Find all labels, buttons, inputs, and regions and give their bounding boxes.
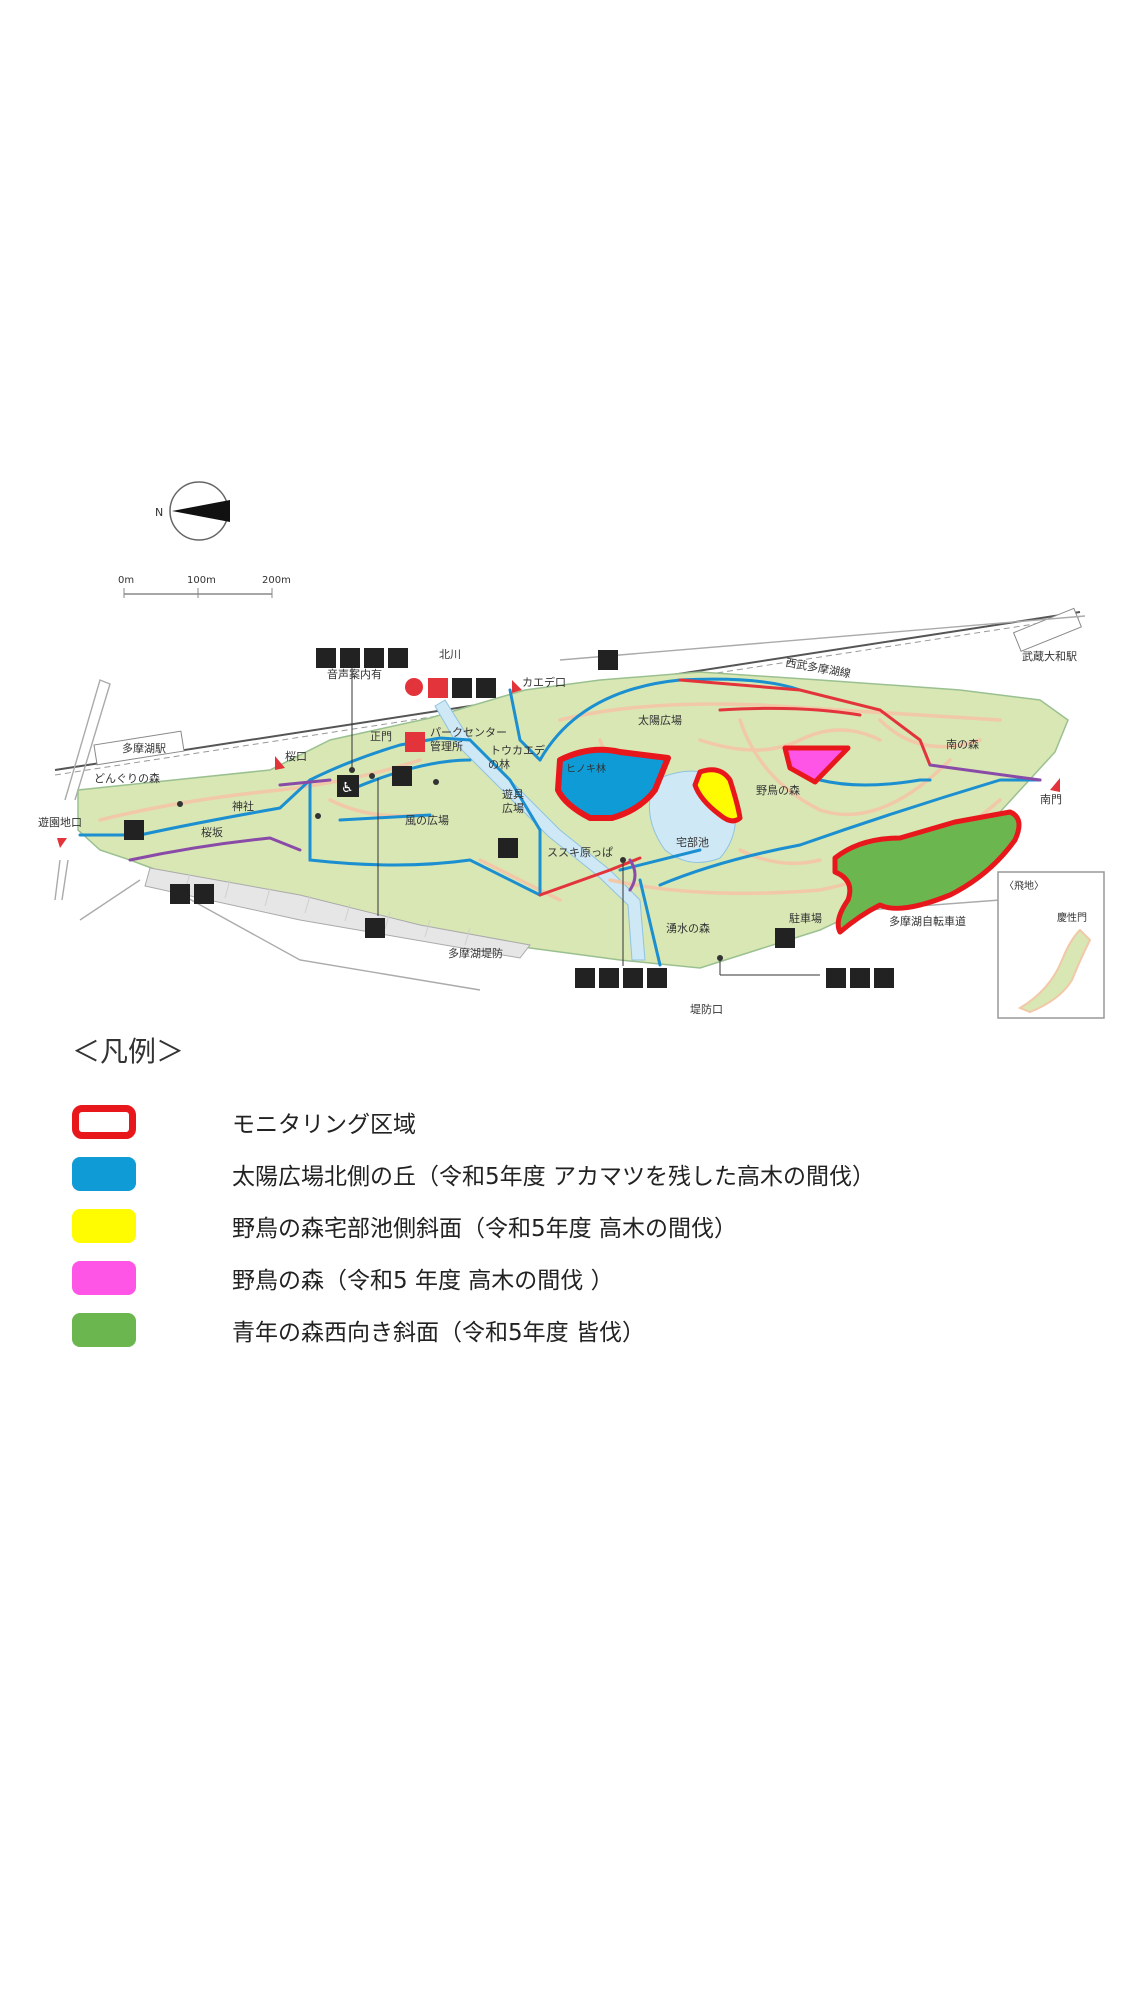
label-yuenchi: 遊園地口 (38, 815, 82, 829)
label-jinja: 神社 (232, 799, 254, 813)
legend-label-blue: 太陽広場北側の丘（令和5年度 アカマツを残した高木の間伐） (232, 1164, 875, 1190)
blue-routes (78, 677, 1042, 967)
label-takubeike: 宅部池 (676, 835, 709, 849)
label-kaedeguchi: カエデ口 (522, 675, 566, 689)
compass-label: N (155, 506, 163, 519)
keiseimon-label: 慶性門 (1057, 911, 1087, 924)
label-shoumon: 正門 (370, 730, 392, 743)
legend-item-monitoring: モニタリング区域 (72, 1096, 972, 1148)
label-sakuraguchi: 桜口 (285, 749, 307, 763)
label-toukaede: トウカエデ (490, 743, 545, 757)
label-kanrisho: 管理所 (430, 739, 463, 753)
label-hinoki: ヒノキ林 (566, 762, 606, 775)
legend-item-pink: 野鳥の森（令和5 年度 高木の間伐 ） (72, 1252, 972, 1304)
legend-item-yellow: 野鳥の森宅部池側斜面（令和5年度 高木の間伐） (72, 1200, 972, 1252)
facility-icons-center (405, 678, 496, 698)
label-kitagawa: 北川 (439, 648, 461, 661)
label-kaze: 風の広場 (405, 814, 449, 827)
zone-taiyo-north-hill (555, 746, 671, 821)
label-musashiyamato: 武蔵大和駅 (1022, 649, 1077, 663)
legend-label-green: 青年の森西向き斜面（令和5年度 皆伐） (232, 1320, 645, 1346)
label-seibu: 西武多摩湖線 (784, 655, 851, 680)
label-parkcenter: パークセンター (430, 726, 507, 739)
label-taiyo: 太陽広場 (638, 714, 682, 727)
park-map: N 0m 100m 200m (38, 481, 1105, 1019)
facility-icons-misc (124, 650, 894, 988)
label-onsei: 音声案内有 (327, 667, 382, 681)
label-tamakoeki: 多摩湖駅 (122, 741, 166, 755)
legend-title: ＜凡例＞ (72, 1035, 185, 1068)
facility-icons-top (316, 648, 408, 668)
label-chushajo: 駐車場 (789, 911, 822, 925)
legend-swatch-pink (72, 1261, 136, 1295)
zone-yacho-forest (782, 745, 851, 785)
label-yugu2: 広場 (502, 802, 524, 815)
legend: ＜凡例＞ モニタリング区域 太陽広場北側の丘（令和5年度 アカマツを残した高木の… (72, 1030, 972, 1356)
label-teibou: 多摩湖堤防 (448, 946, 503, 960)
legend-label-pink: 野鳥の森（令和5 年度 高木の間伐 ） (232, 1268, 614, 1294)
park-center-marker (405, 732, 425, 752)
scale-label-0: 0m (118, 575, 134, 586)
legend-label-yellow: 野鳥の森宅部池側斜面（令和5年度 高木の間伐） (232, 1216, 737, 1242)
stream (434, 699, 646, 961)
scale-bar: 0m 100m 200m (118, 575, 291, 598)
legend-swatch-monitoring (72, 1105, 136, 1139)
label-yugu: 遊具 (502, 787, 524, 801)
inset-map: 〈飛地〉 慶性門 (997, 871, 1105, 1019)
legend-label-monitoring: モニタリング区域 (232, 1112, 416, 1138)
scale-label-200: 200m (262, 575, 291, 586)
legend-swatch-green (72, 1313, 136, 1347)
purple-routes (128, 763, 1042, 892)
label-minamimon: 南門 (1040, 793, 1062, 806)
gate-markers (57, 680, 1060, 848)
svg-text:♿: ♿ (341, 780, 354, 796)
legend-swatch-yellow (72, 1209, 136, 1243)
inset-label: 〈飛地〉 (1004, 879, 1044, 892)
zone-seinen-west-slope (832, 809, 1022, 935)
label-yusui: 湧水の森 (666, 921, 710, 935)
label-jitensha: 多摩湖自転車道 (889, 914, 966, 928)
label-yacho: 野鳥の森 (756, 783, 800, 797)
label-toukaede2: の林 (488, 757, 510, 771)
scale-label-100: 100m (187, 575, 216, 586)
zone-yacho-pond-slope (692, 767, 743, 824)
legend-swatch-blue (72, 1157, 136, 1191)
label-minaminomori: 南の森 (946, 737, 979, 751)
label-sakurazaka: 桜坂 (201, 825, 223, 839)
legend-item-green: 青年の森西向き斜面（令和5年度 皆伐） (72, 1304, 972, 1356)
legend-item-blue: 太陽広場北側の丘（令和5年度 アカマツを残した高木の間伐） (72, 1148, 972, 1200)
compass-icon: N (155, 481, 230, 541)
toilet-icon: ♿ (337, 775, 359, 797)
label-susuki: ススキ原っぱ (547, 846, 613, 859)
label-donguri: どんぐりの森 (94, 771, 160, 785)
label-teibouguchi: 堤防口 (690, 1002, 723, 1016)
